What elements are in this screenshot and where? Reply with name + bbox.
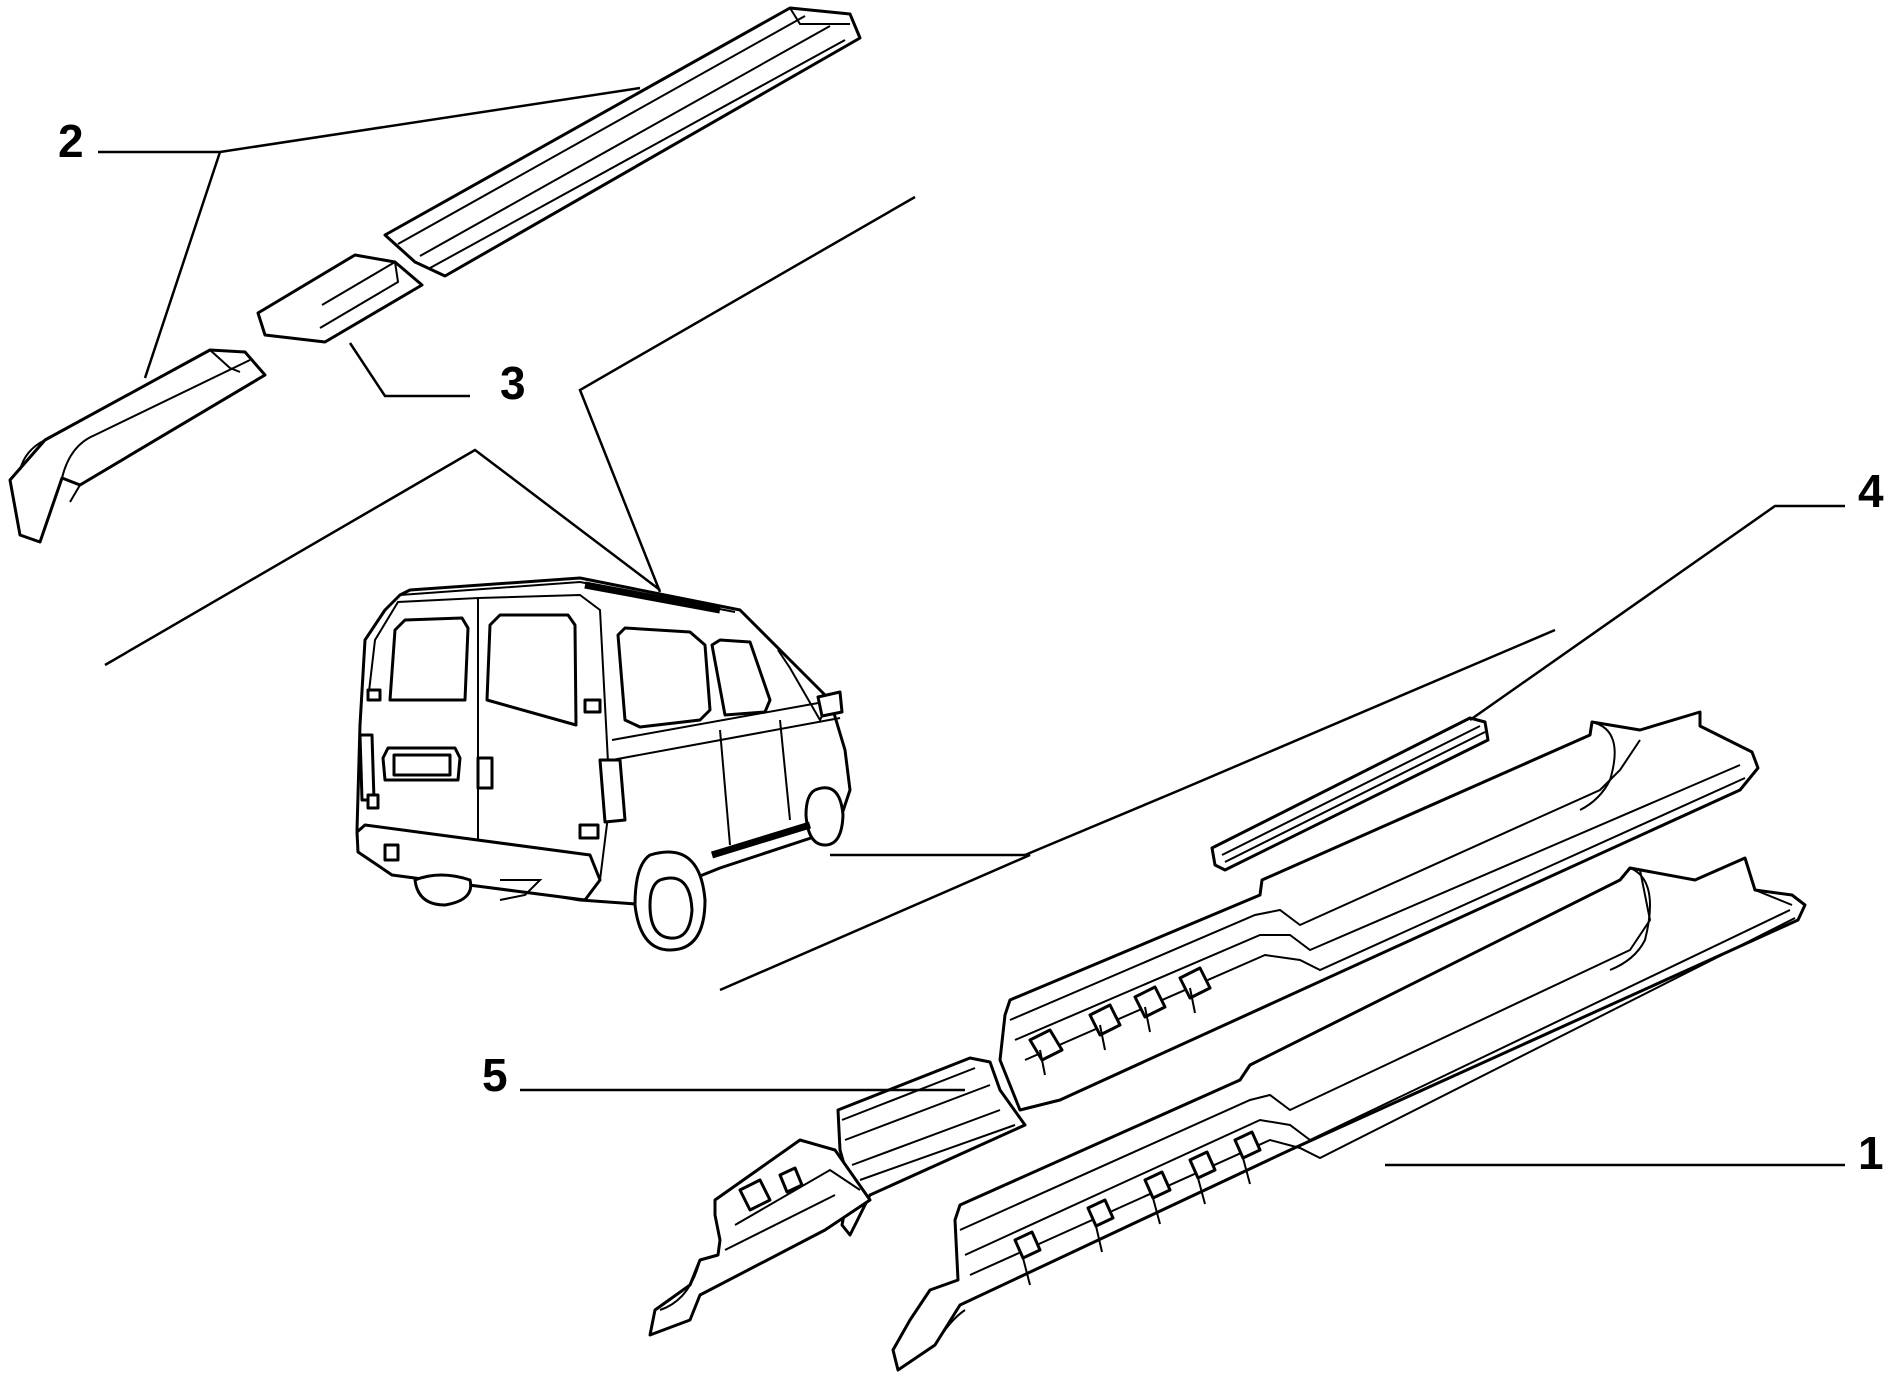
sill-reinforcement-strip <box>1210 716 1490 872</box>
callout-3: 3 <box>500 357 526 409</box>
callout-4: 4 <box>1858 465 1884 517</box>
callout-2: 2 <box>58 115 84 167</box>
leader-lines-top <box>98 86 641 398</box>
van-illustration <box>355 576 852 952</box>
roof-rail-front-section <box>8 348 267 544</box>
roof-rail-rear-section <box>383 6 862 278</box>
inner-sill-front-end <box>648 1138 872 1337</box>
callout-1: 1 <box>1858 1127 1884 1179</box>
inner-sill-panel <box>998 710 1760 1112</box>
leader-line-4 <box>1469 504 1845 722</box>
callout-5: 5 <box>482 1049 508 1101</box>
guide-lines-sill <box>719 628 1556 992</box>
roof-rail-joint <box>256 253 424 344</box>
outer-sill-panel <box>891 856 1807 1372</box>
guide-lines-roof <box>104 195 916 667</box>
